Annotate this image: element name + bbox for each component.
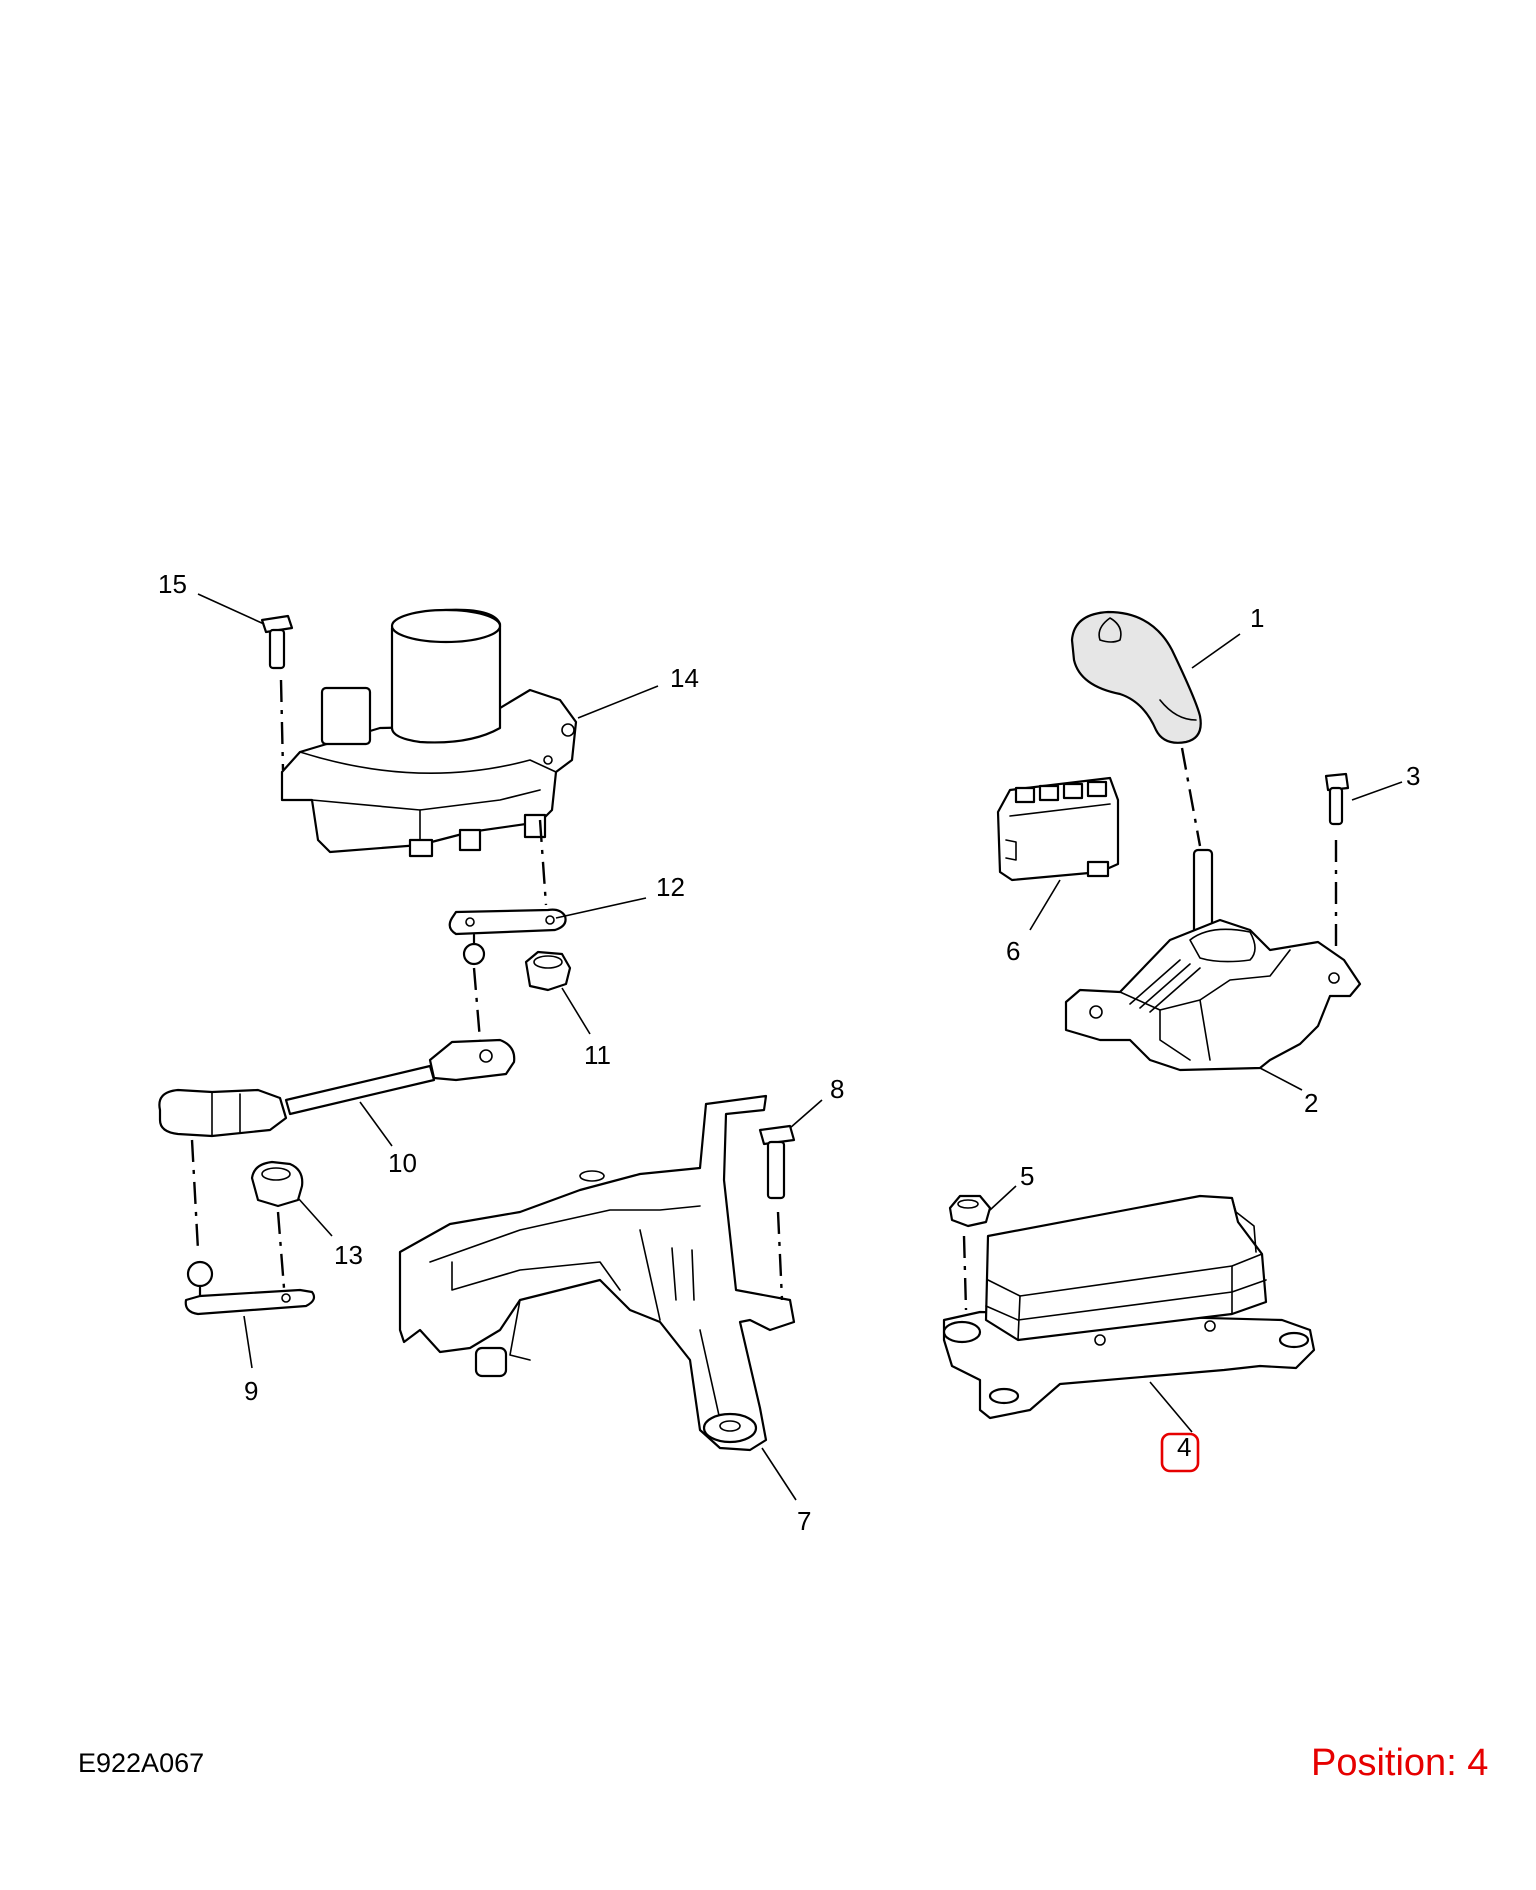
callout-5: 5 xyxy=(1020,1161,1034,1191)
part-13-nut xyxy=(250,1160,304,1289)
leader-4 xyxy=(1149,1381,1193,1433)
part-12-lever xyxy=(448,819,567,1041)
leader-12 xyxy=(555,897,647,919)
part-11-nut xyxy=(524,950,572,992)
leader-6 xyxy=(1029,879,1061,931)
leader-1 xyxy=(1191,633,1241,669)
part-15-bolt xyxy=(260,614,294,771)
callout-9: 9 xyxy=(244,1376,258,1406)
callout-6: 6 xyxy=(1006,936,1020,966)
part-14-actuator-housing xyxy=(280,608,578,858)
leader-9 xyxy=(243,1315,253,1369)
callout-1: 1 xyxy=(1250,603,1264,633)
part-5-nut xyxy=(948,1194,992,1311)
callout-4: 4 xyxy=(1177,1432,1191,1462)
position-indicator: Position: 4 xyxy=(1311,1742,1489,1784)
highlight-box-callout-4 xyxy=(1160,1432,1200,1473)
part-6-connector xyxy=(996,776,1120,882)
callout-3: 3 xyxy=(1406,761,1420,791)
callout-11: 11 xyxy=(584,1040,611,1070)
leader-11 xyxy=(561,987,591,1035)
leader-lines xyxy=(197,593,1403,1501)
leader-8 xyxy=(789,1099,823,1129)
callout-14: 14 xyxy=(670,663,699,693)
leader-15 xyxy=(197,593,265,625)
leader-7 xyxy=(761,1447,797,1501)
part-8-bolt xyxy=(758,1124,796,1301)
callout-15: 15 xyxy=(158,569,187,599)
part-9-lower-lever xyxy=(184,1260,316,1316)
callout-13: 13 xyxy=(334,1240,363,1270)
callout-2: 2 xyxy=(1304,1088,1318,1118)
part-1-gear-knob xyxy=(1070,610,1202,847)
part-7-mounting-bracket xyxy=(398,1094,796,1452)
part-10-linkage-rod xyxy=(158,1038,516,1251)
leader-5 xyxy=(989,1185,1017,1211)
callout-7: 7 xyxy=(797,1506,811,1536)
leader-2 xyxy=(1259,1067,1303,1091)
part-2-shifter-assembly xyxy=(1064,848,1362,1072)
callout-10: 10 xyxy=(388,1148,417,1178)
diagram-reference-code: E922A067 xyxy=(78,1748,205,1778)
leader-10 xyxy=(359,1101,393,1147)
part-4-control-module xyxy=(942,1194,1316,1420)
leader-14 xyxy=(577,685,659,719)
leader-3 xyxy=(1351,781,1403,801)
callout-8: 8 xyxy=(830,1074,844,1104)
callout-12: 12 xyxy=(656,872,685,902)
callout-labels: 1 2 3 4 5 6 7 8 9 10 11 12 13 14 15 xyxy=(158,569,1420,1536)
leader-13 xyxy=(297,1197,333,1237)
part-3-bolt xyxy=(1324,772,1350,952)
